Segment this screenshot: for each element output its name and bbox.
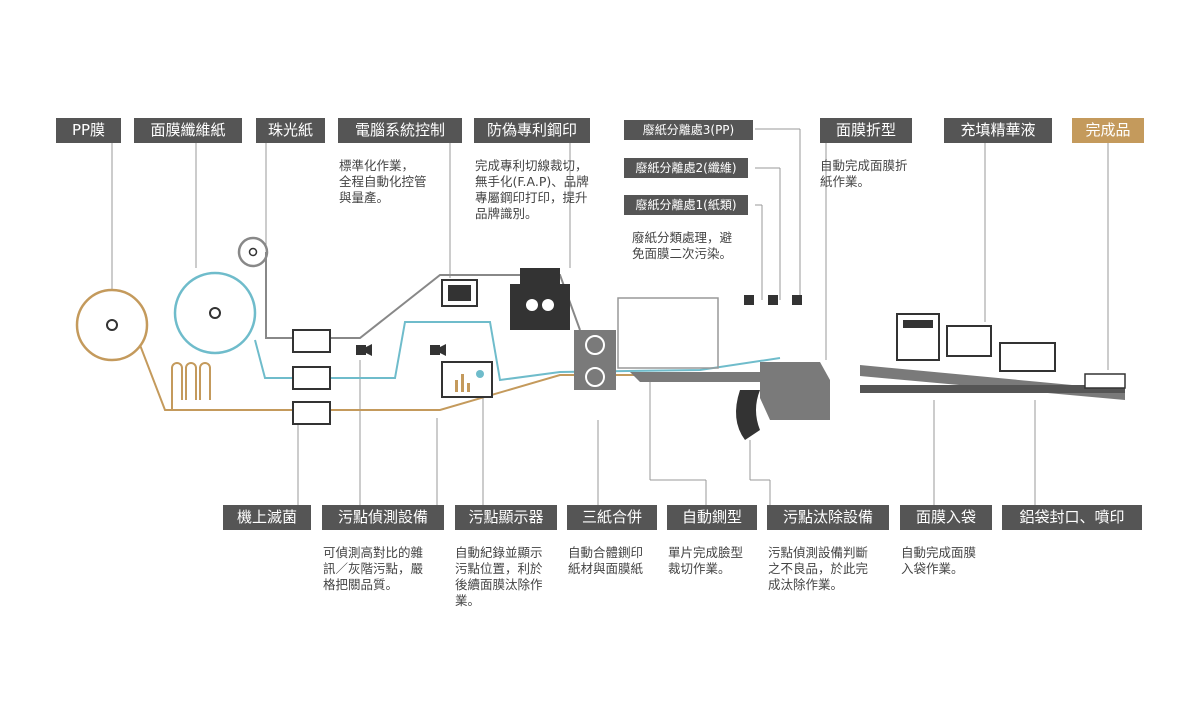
label-computer-control: 電腦系統控制 (338, 118, 462, 143)
label-three-paper-merge: 三紙合併 (567, 505, 657, 530)
label-foil-seal-print: 鋁袋封口、噴印 (1002, 505, 1142, 530)
label-pp-film: PP膜 (56, 118, 121, 143)
label-mask-fiber-paper: 面膜纖維紙 (134, 118, 242, 143)
desc-defect-detection: 可偵測高對比的雜 訊／灰階污點，嚴 格把關品質。 (323, 545, 424, 592)
fiber-paper-roll (173, 271, 257, 355)
fiber-paper-web (254, 321, 781, 382)
merge-press-unit (574, 330, 616, 390)
label-anti-counterfeit: 防偽專利鋼印 (474, 118, 590, 143)
separation-frame (617, 297, 719, 369)
finished-stack (1084, 373, 1126, 389)
label-waste-sep-2: 廢紙分離處2(纖維) (624, 158, 748, 178)
folding-unit (896, 313, 940, 361)
separator-hooks (744, 295, 802, 305)
label-defect-removal: 污點汰除設備 (767, 505, 889, 530)
desc-defect-display: 自動紀錄並顯示 污點位置，利於 後續面膜汰除作 業。 (455, 545, 543, 608)
filling-unit (999, 342, 1056, 372)
label-auto-die-cut: 自動鍘型 (667, 505, 757, 530)
desc-anti-counterfeit: 完成專利切線裁切， 無手化(F.A.P)、品牌 專屬鋼印打印，提升 品牌識別。 (475, 158, 589, 221)
defect-display-monitor (441, 361, 493, 398)
desc-auto-die-cut: 單片完成臉型 裁切作業。 (668, 545, 744, 576)
pearl-paper-roll (237, 236, 269, 268)
desc-mask-folding: 自動完成面膜折 紙作業。 (820, 158, 908, 189)
desc-computer-control: 標準化作業， 全程自動化控管 與量產。 (339, 158, 427, 205)
pp-festoon (171, 362, 211, 410)
label-defect-detection: 污點偵測設備 (322, 505, 444, 530)
label-finished-product: 完成品 (1072, 118, 1144, 143)
steel-stamp-unit (510, 268, 570, 330)
label-waste-sep-3: 廢紙分離處3(PP) (624, 120, 753, 140)
desc-three-paper-merge: 自動合體鍘印 紙材與面膜紙 (568, 545, 644, 576)
label-pearl-paper: 珠光紙 (256, 118, 325, 143)
pp-film-roll (75, 288, 149, 362)
label-mask-folding: 面膜折型 (820, 118, 912, 143)
sterilization-units (292, 329, 331, 425)
label-waste-sep-1: 廢紙分離處1(紙類) (624, 195, 748, 215)
conveyor (630, 365, 1125, 400)
bagging-unit (946, 325, 992, 357)
label-mask-bagging: 面膜入袋 (900, 505, 992, 530)
label-sterilization: 機上滅菌 (223, 505, 311, 530)
desc-mask-bagging: 自動完成面膜 入袋作業。 (901, 545, 977, 576)
desc-waste-sep: 廢紙分類處理，避 免面膜二次污染。 (632, 230, 733, 261)
label-fill-essence: 充填精華液 (944, 118, 1052, 143)
label-defect-display: 污點顯示器 (455, 505, 557, 530)
detection-cameras (356, 344, 446, 356)
leader-lines (111, 128, 1109, 505)
die-cut-machine (736, 362, 830, 440)
desc-defect-removal: 污點偵測設備判斷 之不良品，於此完 成汰除作業。 (768, 545, 869, 592)
control-panel-unit (441, 279, 478, 307)
